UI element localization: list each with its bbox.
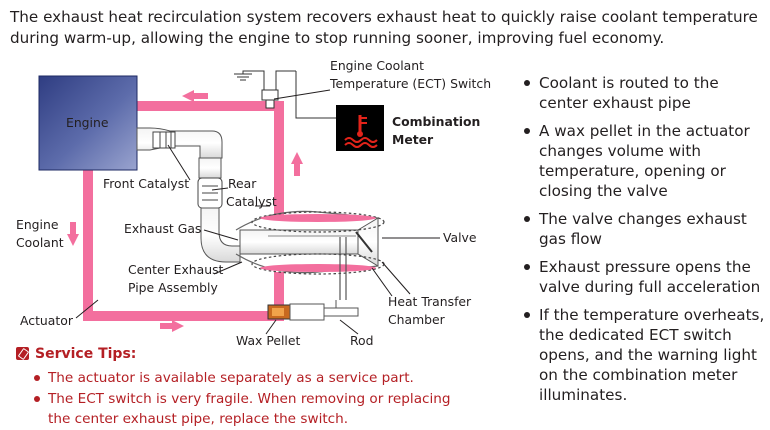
service-tips-icon: [16, 347, 29, 360]
rear-catalyst-label-1: Rear: [228, 176, 257, 191]
engine-coolant-label-2: Coolant: [16, 235, 64, 250]
feature-bullet: The valve changes exhaust gas flow: [519, 209, 765, 249]
center-exhaust-label-2: Pipe Assembly: [128, 280, 218, 295]
front-catalyst-label: Front Catalyst: [103, 176, 189, 191]
coolant-warning-light-icon: [336, 105, 384, 151]
arrow-left-top: [182, 90, 208, 102]
service-tips-heading: Service Tips:: [16, 344, 136, 364]
bullet-dot-icon: [524, 216, 530, 222]
combination-meter-label-2: Meter: [392, 132, 434, 147]
valve-label: Valve: [443, 230, 477, 245]
rear-catalyst: [197, 157, 241, 263]
engine-block: [38, 75, 138, 171]
feature-bullet-list: Coolant is routed to the center exhaust …: [519, 73, 765, 413]
bullet-dot-icon: [34, 396, 40, 402]
coolant-loop: [83, 101, 284, 321]
bullet-dot-icon: [34, 375, 40, 381]
engine-coolant-label-1: Engine: [16, 217, 58, 232]
actuator-label: Actuator: [20, 313, 74, 328]
ect-switch: [234, 70, 336, 119]
bullet-dot-icon: [524, 128, 530, 134]
arrow-right-bottom: [160, 320, 184, 332]
feature-bullet: If the temperature overheats, the dedica…: [519, 305, 765, 405]
service-tips-list: The actuator is available separately as …: [30, 368, 460, 430]
feature-bullet: Coolant is routed to the center exhaust …: [519, 73, 765, 113]
heat-transfer-label-2: Chamber: [388, 312, 446, 327]
combination-meter-label-1: Combination: [392, 114, 480, 129]
rod-label: Rod: [350, 333, 374, 348]
intro-text: The exhaust heat recirculation system re…: [10, 8, 758, 47]
ect-switch-leader: [273, 89, 331, 100]
ect-switch-label-1: Engine Coolant: [330, 58, 424, 73]
front-catalyst: [136, 127, 223, 159]
bullet-dot-icon: [524, 264, 530, 270]
valve: [339, 231, 373, 300]
arrow-up-right: [291, 152, 303, 176]
bullet-dot-icon: [524, 312, 530, 318]
feature-bullet: A wax pellet in the actuator changes vol…: [519, 121, 765, 201]
rear-catalyst-label-2: Catalyst: [226, 194, 277, 209]
engine-label: Engine: [66, 115, 108, 130]
arrow-down-left: [67, 222, 79, 246]
bullet-dot-icon: [524, 80, 530, 86]
heat-transfer-label-1: Heat Transfer: [388, 294, 472, 309]
flow-arrows: [67, 90, 303, 332]
exhaust-heat-recirculation-diagram: Engine: [16, 58, 491, 348]
center-exhaust-label-1: Center Exhaust: [128, 262, 224, 277]
leader-lines: [75, 144, 440, 335]
exhaust-gas-label: Exhaust Gas: [124, 221, 201, 236]
center-exhaust-pipe: [235, 210, 385, 275]
service-tip: The actuator is available separately as …: [30, 368, 460, 388]
actuator: [267, 300, 359, 321]
wax-pellet-label: Wax Pellet: [236, 333, 300, 348]
service-tip: The ECT switch is very fragile. When rem…: [30, 389, 460, 429]
feature-bullet: Exhaust pressure opens the valve during …: [519, 257, 765, 297]
ect-switch-label-2: Temperature (ECT) Switch: [329, 76, 491, 91]
